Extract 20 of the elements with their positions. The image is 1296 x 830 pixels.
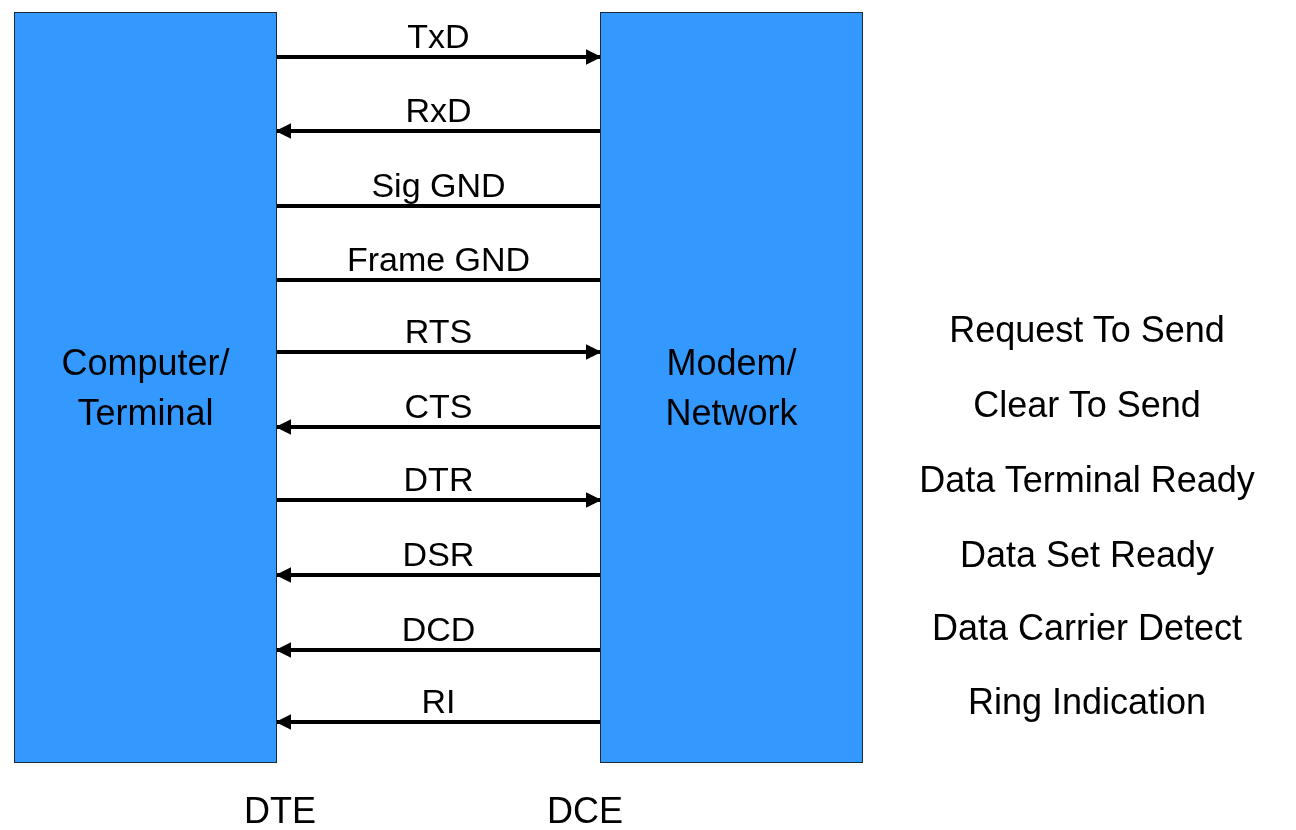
signal-description: Data Carrier Detect [931, 607, 1243, 649]
device-type-label: DCE [547, 790, 623, 830]
device-type-label: DTE [244, 790, 316, 830]
signal-description: Data Set Ready [959, 534, 1215, 576]
device-label: Modem/ Network [664, 340, 799, 435]
signal-arrow [275, 123, 600, 139]
signal-description: Clear To Send [973, 384, 1201, 426]
device-box [14, 12, 277, 763]
device-label: Computer/ Terminal [60, 340, 231, 435]
signal-arrow [275, 419, 600, 435]
signal-arrow [275, 567, 600, 583]
signal-arrow [277, 492, 602, 508]
signal-arrow [275, 714, 600, 730]
signal-description: Data Terminal Ready [919, 459, 1255, 501]
device-box [600, 12, 863, 763]
signal-description: Ring Indication [967, 681, 1207, 723]
signal-arrow [277, 49, 602, 65]
signal-description: Request To Send [949, 309, 1225, 351]
signal-arrow [275, 642, 600, 658]
signal-arrow [277, 344, 602, 360]
